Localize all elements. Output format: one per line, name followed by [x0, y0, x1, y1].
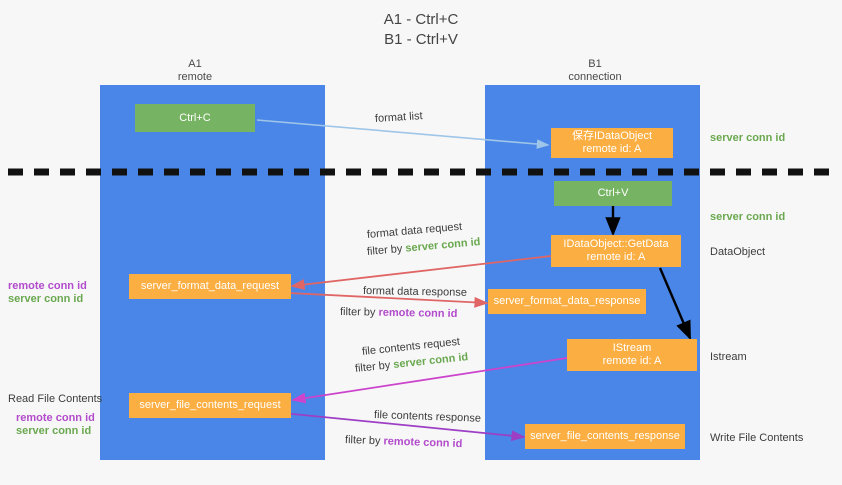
side-label-read-file-contents: Read File Contents	[8, 393, 103, 405]
lane-header-a1: A1 remote	[140, 58, 250, 84]
side-label-write-file-contents: Write File Contents	[710, 432, 804, 444]
node-server-file-contents-response[interactable]: server_file_contents_response	[525, 424, 685, 449]
node-save-idataobject-label: 保存IDataObject	[571, 130, 653, 142]
filter-by-text-2: filter by	[339, 306, 376, 319]
node-ctrl-c[interactable]: Ctrl+C	[135, 104, 255, 132]
node-istream-label: IStream	[612, 342, 652, 354]
lane-header-b1-sub: connection	[568, 71, 622, 83]
page-title: A1 - Ctrl+C B1 - Ctrl+V	[0, 10, 842, 50]
node-getdata-sub: remote id: A	[586, 251, 646, 263]
node-ctrl-c-label: Ctrl+C	[179, 111, 211, 124]
remote-conn-id-2: remote conn id	[383, 435, 463, 451]
edge-filter-file-contents-response: filter by remote conn id	[345, 433, 463, 451]
title-line-1: A1 - Ctrl+C	[383, 11, 459, 28]
node-server-format-data-request-label: server_format_data_request	[140, 280, 280, 292]
node-server-file-contents-request-label: server_file_contents_request	[139, 399, 281, 411]
edge-label-format-list: format list	[374, 110, 423, 125]
annotation-remote-conn-id-left-2: remote conn id	[16, 412, 95, 424]
title-line-2: B1 - Ctrl+V	[384, 31, 458, 48]
lane-header-b1: B1 connection	[540, 58, 650, 84]
node-server-format-data-request[interactable]: server_format_data_request	[129, 274, 291, 299]
annotation-server-conn-id-top: server conn id	[710, 132, 786, 144]
annotation-server-conn-id-mid: server conn id	[710, 211, 786, 223]
node-getdata-label: IDataObject::GetData	[563, 238, 669, 250]
edge-label-format-data-response: format data response	[362, 285, 468, 299]
edge-filter-format-data-response: filter by remote conn id	[340, 305, 458, 321]
node-server-format-data-response[interactable]: server_format_data_response	[488, 289, 646, 314]
server-conn-id-1: server conn id	[404, 236, 481, 255]
lane-header-a1-sub: remote	[177, 71, 213, 83]
node-save-idataobject[interactable]: 保存IDataObject remote id: A	[551, 128, 673, 158]
node-server-format-data-response-label: server_format_data_response	[493, 295, 641, 307]
filter-by-text-4: filter by	[344, 434, 381, 448]
annotation-server-conn-id-left-2: server conn id	[16, 425, 92, 437]
edge-label-file-contents-response: file contents response	[373, 409, 482, 425]
side-label-istream: Istream	[710, 351, 747, 363]
lane-header-b1-name: B1	[588, 58, 602, 70]
node-istream[interactable]: IStream remote id: A	[567, 339, 697, 371]
lane-header-a1-name: A1	[188, 58, 202, 70]
node-server-file-contents-response-label: server_file_contents_response	[530, 430, 680, 442]
node-istream-sub: remote id: A	[602, 355, 662, 367]
annotation-remote-conn-id-left-1: remote conn id	[8, 280, 87, 292]
node-ctrl-v-label: Ctrl+V	[597, 187, 629, 199]
side-label-dataobject: DataObject	[710, 246, 766, 258]
filter-by-text-1: filter by	[366, 242, 403, 258]
node-getdata[interactable]: IDataObject::GetData remote id: A	[551, 235, 681, 267]
annotation-server-conn-id-left-1: server conn id	[8, 293, 84, 305]
node-ctrl-v[interactable]: Ctrl+V	[554, 181, 672, 206]
remote-conn-id-1: remote conn id	[378, 306, 458, 321]
node-save-idataobject-sub: remote id: A	[582, 143, 642, 155]
filter-by-text-3: filter by	[354, 359, 391, 375]
node-server-file-contents-request[interactable]: server_file_contents_request	[129, 393, 291, 418]
